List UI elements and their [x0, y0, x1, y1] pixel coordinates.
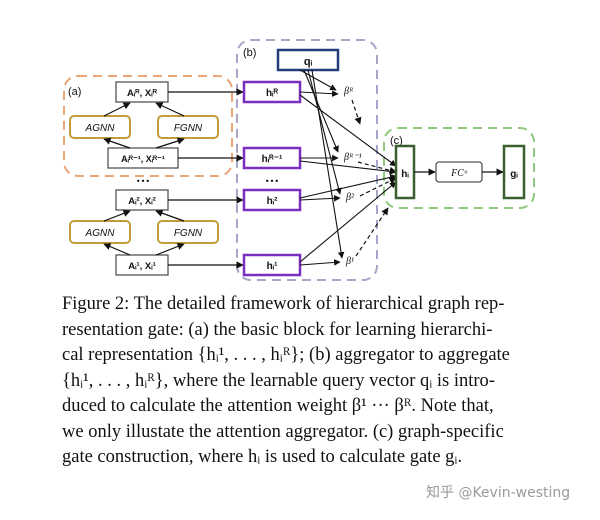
watermark: 知乎 @Kevin-westing: [426, 485, 571, 501]
figure-caption: Figure 2: The detailed framework of hier…: [62, 292, 562, 471]
caption-line: duced to calculate the attention weight …: [62, 396, 494, 416]
h-2-label: hᵢ²: [267, 196, 279, 207]
dashed-beta-r-to-hi: [351, 99, 362, 125]
arrow-ar1-to-fgnn: [155, 137, 185, 149]
beta-r1-label: βᴿ⁻¹: [343, 152, 362, 163]
gi-label: gᵢ: [510, 169, 518, 180]
h-r1-label: hᵢᴿ⁻¹: [262, 154, 283, 165]
caption-line: Figure 2: The detailed framework of hier…: [62, 294, 505, 314]
fgnn-label-bottom: FGNN: [174, 228, 203, 239]
panel-c-outline: [383, 127, 535, 209]
panel-c-label: (c): [390, 135, 403, 147]
agnn-label-bottom: AGNN: [85, 228, 116, 239]
node-a1-label: Aᵢ¹, Xᵢ¹: [128, 261, 155, 272]
dashed-beta-1-to-hi: [355, 207, 389, 257]
arrow-fgnn-to-ar: [155, 102, 185, 117]
gi-box: [502, 144, 526, 200]
agnn-box-top: [69, 115, 131, 139]
fgnn-box-top: [157, 115, 219, 139]
arrow-h2-to-hi: [299, 174, 397, 199]
hi-label: hᵢ: [401, 169, 409, 180]
beta-1-label: β¹: [345, 256, 354, 267]
arrow-a1-to-agnn: [103, 243, 131, 256]
arrow-agnn-to-ar: [103, 102, 131, 117]
ellipsis-middle: •••: [265, 177, 279, 186]
node-ar-label: Aᵢᴿ, Xᵢᴿ: [127, 88, 158, 99]
h-1-label: hᵢ¹: [267, 261, 279, 272]
ellipsis-left: •••: [136, 177, 150, 186]
framework-figure: (a) (b) (c) Aᵢᴿ, Xᵢᴿ Aᵢᴿ⁻¹, Xᵢᴿ⁻¹ Aᵢ², X…: [63, 39, 535, 281]
arrow-hr-to-hi: [299, 94, 397, 167]
arrow-agnn-to-a2: [103, 209, 131, 222]
caption-line: cal representation {hᵢ¹, . . . , hᵢᴿ}; (…: [62, 345, 510, 365]
arrow-q-to-beta-r: [299, 69, 337, 91]
caption-line: {hᵢ¹, . . . , hᵢᴿ}, where the learnable …: [62, 370, 495, 391]
beta-2-label: β²: [345, 192, 355, 203]
caption-line: resentation gate: (a) the basic block fo…: [62, 319, 493, 340]
arrow-ar1-to-agnn: [103, 137, 131, 149]
panel-a-label: (a): [68, 86, 81, 98]
h-r-label: hᵢᴿ: [266, 88, 279, 99]
arrow-a1-to-fgnn: [155, 243, 185, 256]
beta-r-label: βᴿ: [343, 86, 353, 97]
caption-line: we only illustate the attention aggregat…: [62, 421, 504, 442]
fgnn-box-bottom: [157, 220, 219, 244]
agnn-label-top: AGNN: [85, 123, 116, 134]
panel-b-label: (b): [243, 47, 256, 59]
arrow-h2-to-beta-2: [299, 195, 341, 202]
arrow-h1-to-beta-1: [299, 259, 341, 266]
fc-label: FCᵒ: [450, 168, 468, 179]
q-label: qᵢ: [304, 56, 313, 68]
node-a2-label: Aᵢ², Xᵢ²: [128, 196, 155, 207]
panel-a-outline: [63, 75, 233, 177]
caption-line: gate construction, where hᵢ is used to c…: [62, 447, 463, 467]
agnn-box-bottom: [69, 220, 131, 244]
arrow-hr1-to-hi: [299, 160, 397, 175]
arrow-fgnn-to-a2: [155, 209, 185, 222]
arrow-h1-to-hi: [299, 181, 397, 263]
node-ar1-label: Aᵢᴿ⁻¹, Xᵢᴿ⁻¹: [121, 154, 165, 164]
fgnn-label-top: FGNN: [174, 123, 203, 134]
arrow-hr-to-beta-r: [299, 90, 339, 97]
arrow-q-to-beta-2: [307, 69, 342, 195]
